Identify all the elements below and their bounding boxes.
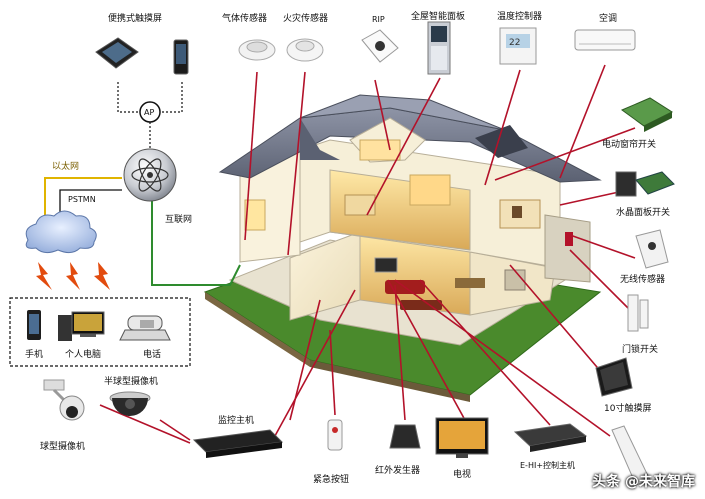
label-rip: RIP	[372, 15, 385, 24]
pc-device	[58, 311, 105, 341]
fire-sensor-device	[286, 38, 324, 62]
gas-sensor-device	[238, 39, 276, 61]
tv-device	[435, 417, 489, 458]
label-ir-emitter: 红外发生器	[375, 466, 421, 476]
label-ethernet: 以太网	[52, 162, 80, 172]
label-pc: 个人电脑	[65, 350, 102, 360]
cloud	[25, 210, 97, 254]
remote-device	[611, 425, 651, 486]
label-gas-sensor: 气体传感器	[222, 14, 268, 24]
label-touch-10: 10寸触摸屏	[604, 404, 652, 414]
ir-emitter-device	[389, 424, 421, 449]
crystal-switch-device	[615, 171, 675, 197]
ehi-host-device	[513, 423, 588, 452]
client-devices-box	[9, 297, 191, 367]
touch-10-device	[595, 357, 633, 397]
ball-camera-device	[43, 379, 85, 421]
label-emergency-button: 紧急按钮	[313, 475, 350, 485]
monitor-host-device	[192, 429, 284, 458]
label-ehi-host: E-HI+控制主机	[520, 461, 576, 470]
svg-text:22: 22	[509, 38, 520, 48]
smart-panel-device	[427, 21, 451, 75]
ap-dotted-links	[117, 82, 183, 148]
label-curtain-switch: 电动窗帘开关	[602, 140, 657, 150]
label-internet: 互联网	[165, 215, 193, 225]
ap-node	[139, 101, 161, 123]
label-crystal-switch: 水晶面板开关	[616, 208, 671, 218]
house-illustration	[203, 94, 602, 402]
red-connection-lines	[99, 64, 636, 446]
label-telephone: 电话	[143, 350, 162, 360]
label-ball-camera: 球型摄像机	[40, 442, 86, 452]
label-touch-screen: 便携式触摸屏	[108, 14, 163, 24]
door-switch-device	[627, 294, 649, 332]
emergency-button-device	[327, 419, 343, 451]
label-fire-sensor: 火灾传感器	[283, 14, 329, 24]
air-conditioner-device	[574, 29, 636, 51]
label-air-conditioner: 空调	[599, 14, 618, 24]
label-wireless-sensor: 无线传感器	[620, 275, 666, 285]
phone-device	[27, 310, 41, 340]
label-pstn: PSTMN	[68, 195, 96, 204]
temp-controller-device: 22	[499, 27, 537, 65]
label-door-switch: 门锁开关	[622, 345, 659, 355]
lightning-icons	[36, 262, 110, 290]
rip-device	[361, 29, 399, 63]
internet-line	[151, 195, 241, 286]
wireless-sensor-device	[635, 229, 669, 269]
curtain-switch-device	[620, 97, 674, 132]
internet-globe	[123, 148, 177, 202]
label-temp-controller: 温度控制器	[497, 12, 543, 22]
telephone-device	[119, 315, 171, 341]
watermark: 头条 @未来智库	[592, 474, 695, 490]
label-smart-panel: 全屋智能面板	[411, 12, 466, 22]
label-ap: AP	[144, 108, 155, 117]
dome-camera-device	[109, 391, 151, 416]
label-dome-camera: 半球型摄像机	[104, 377, 159, 387]
touch-screen-device	[95, 37, 189, 75]
label-phone: 手机	[25, 350, 44, 360]
label-monitor-host: 监控主机	[218, 416, 255, 426]
label-tv: 电视	[453, 470, 472, 480]
